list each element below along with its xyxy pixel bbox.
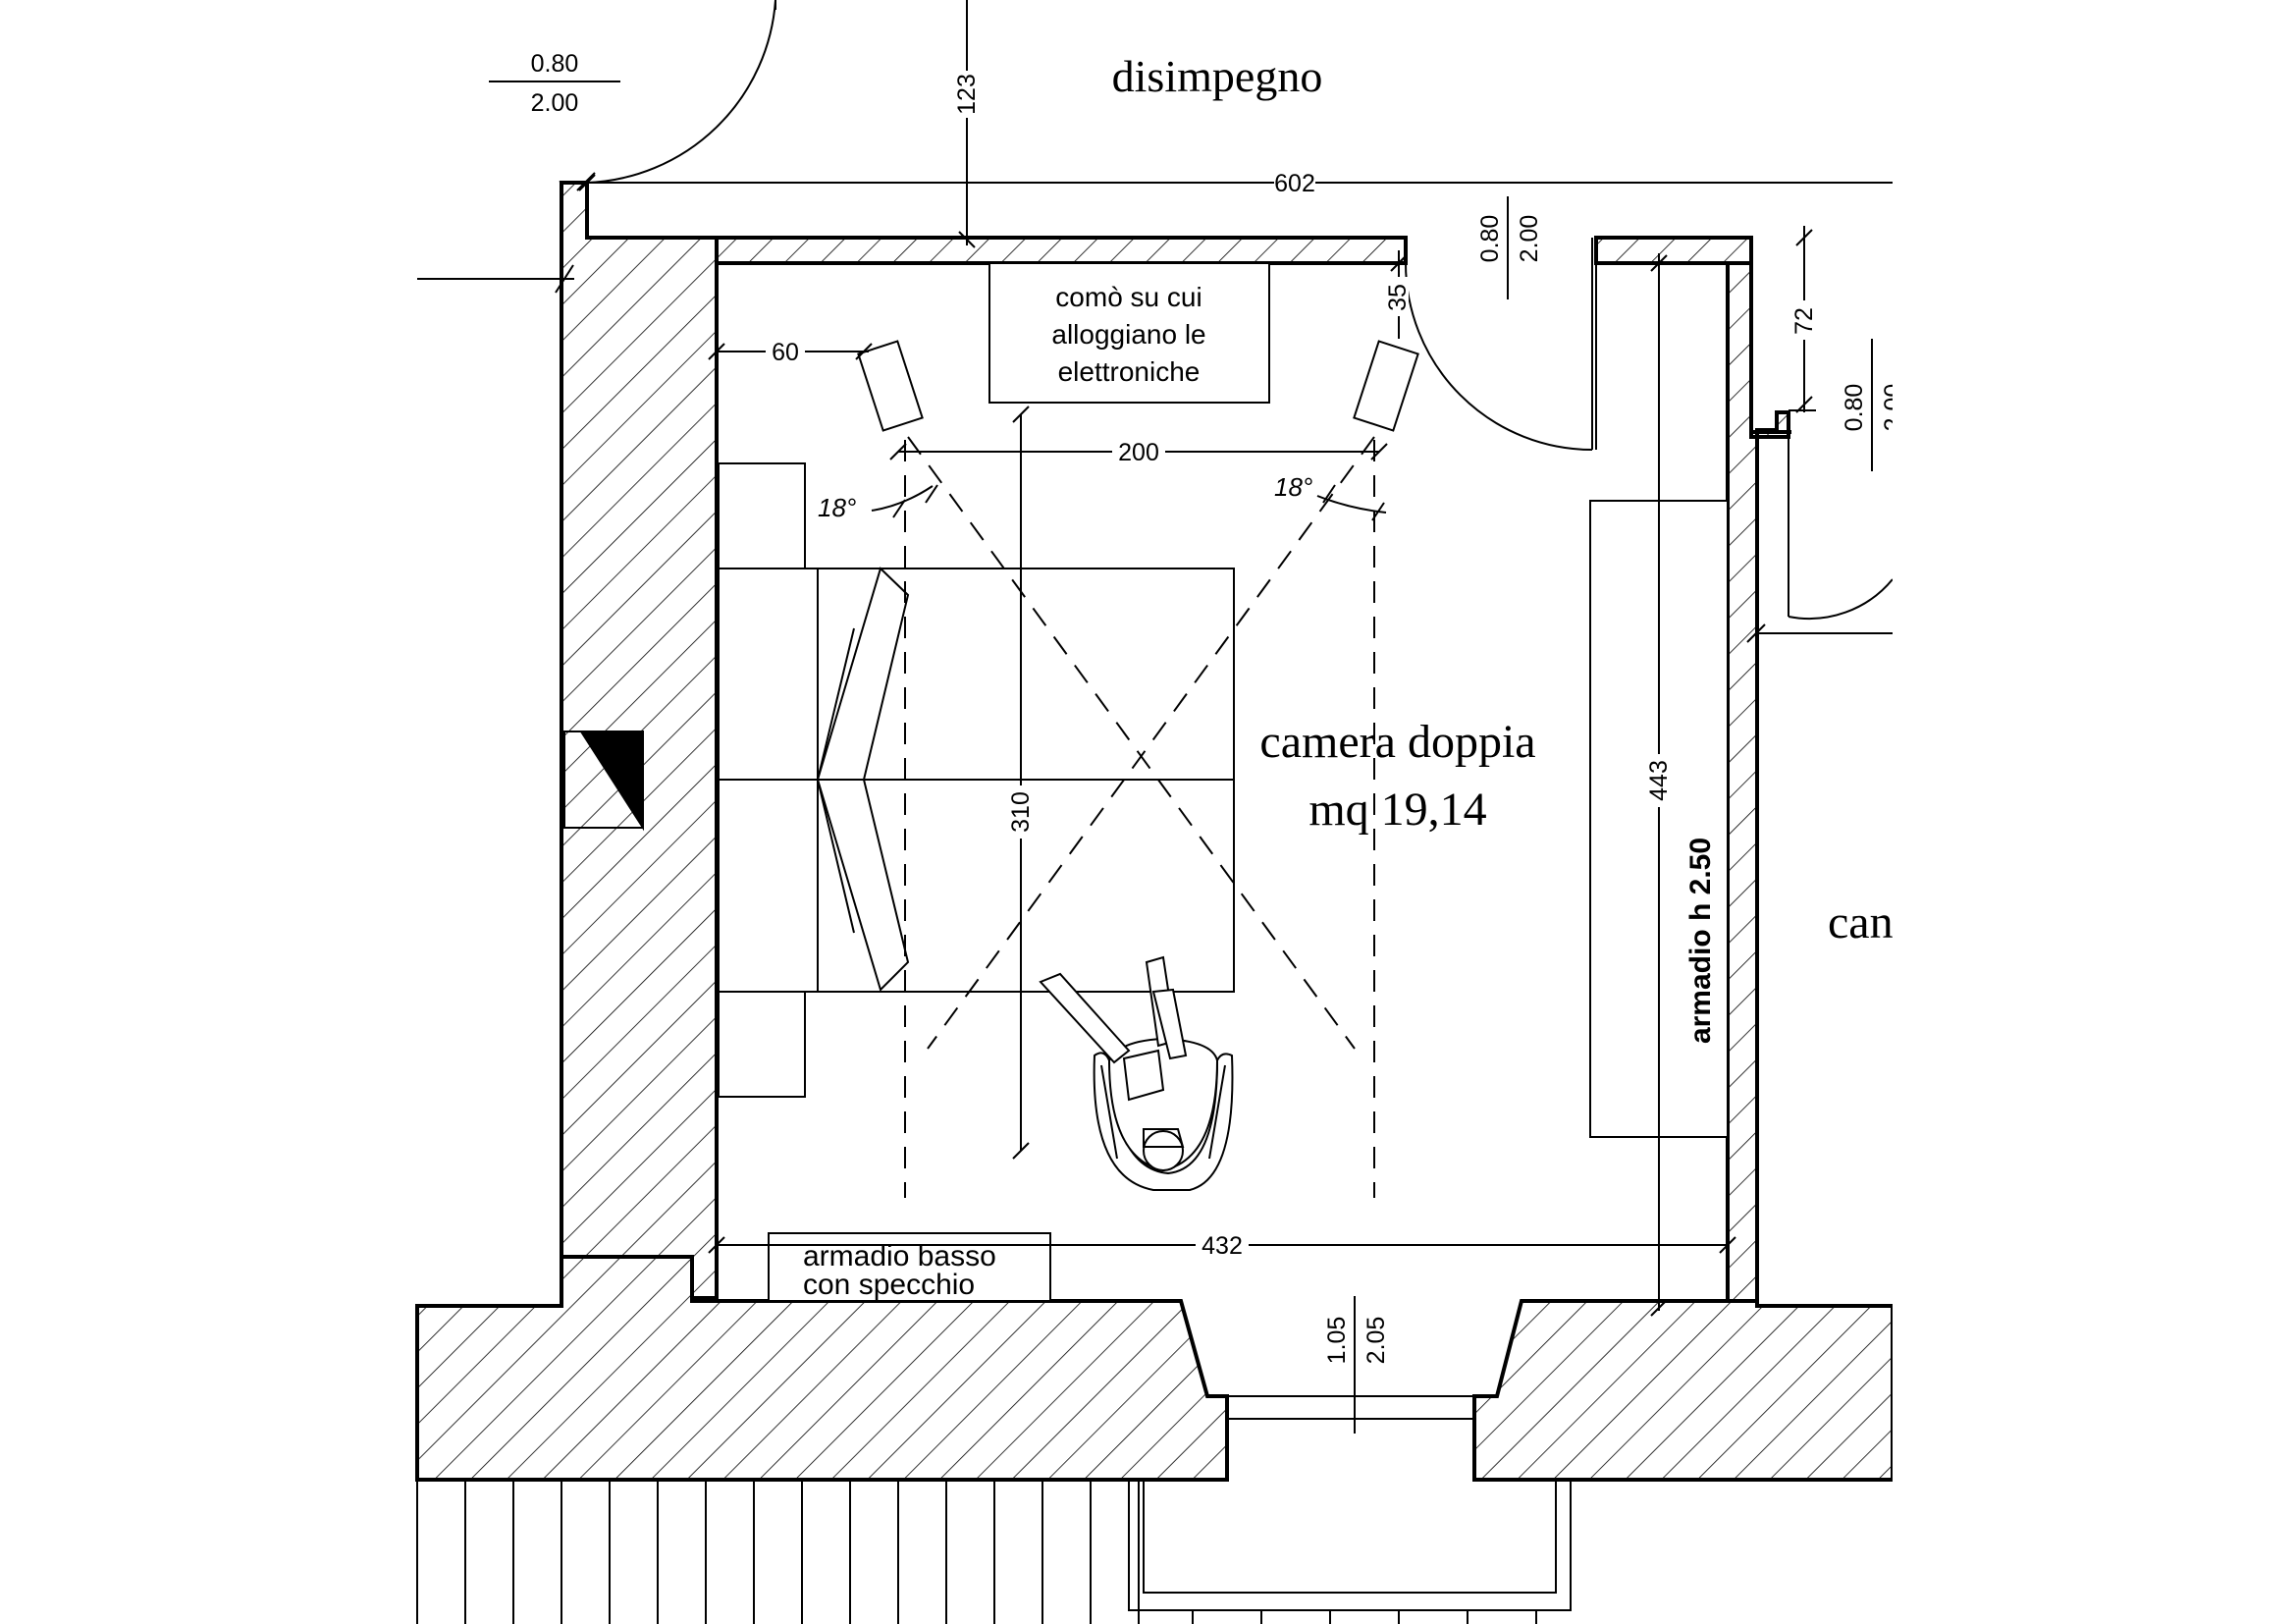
speaker-right <box>1353 340 1419 432</box>
dresser <box>988 262 1270 404</box>
door-top <box>1405 238 1597 451</box>
door-right <box>1746 432 1894 643</box>
wardrobe-label: armadio h 2.50 <box>1684 838 1717 1044</box>
pillow-bottom-2 <box>817 779 855 934</box>
door-left <box>417 0 776 294</box>
right-outer-line <box>1749 263 1791 434</box>
angle-left-arc <box>871 485 934 512</box>
low-wardrobe-label-2: con specchio <box>803 1269 975 1301</box>
dim-200: 200 <box>1118 439 1159 466</box>
room-name: camera doppia <box>1259 716 1535 768</box>
armchair-person <box>1039 955 1234 1191</box>
nightstand-bottom <box>718 991 806 1098</box>
angle-left: 18° <box>818 493 856 522</box>
angle-right-arc <box>1316 495 1387 514</box>
dim-123: 123 <box>953 74 981 115</box>
dresser-label-1: comò su cui <box>1055 282 1201 312</box>
window-height: 2.05 <box>1362 1317 1390 1365</box>
dim-72: 72 <box>1790 307 1818 335</box>
door-right-width: 0.80 <box>1841 384 1868 432</box>
pillow-bottom <box>817 779 910 992</box>
dim-35: 35 <box>1384 284 1412 311</box>
nightstand-top <box>718 462 806 569</box>
diagonal-right <box>927 436 1375 1050</box>
top-wall-line <box>1596 236 1753 263</box>
corridor-label: disimpegno <box>1112 51 1323 101</box>
right-room-label: can <box>1828 896 1894 948</box>
pillow-top-2 <box>817 627 855 781</box>
window-width: 1.05 <box>1323 1317 1351 1365</box>
dim-602: 602 <box>1274 170 1315 197</box>
angle-right: 18° <box>1274 472 1312 502</box>
room-area: mq 19,14 <box>1308 784 1486 836</box>
dresser-label-3: elettroniche <box>1058 356 1201 387</box>
dim-60: 60 <box>772 339 799 366</box>
balcony-railing <box>1128 1480 1572 1624</box>
pillow-top <box>817 567 910 781</box>
dim-432: 432 <box>1201 1232 1243 1260</box>
bottom-wall-right <box>1472 1299 1895 1482</box>
diagonal-left <box>907 436 1356 1050</box>
door-left-width: 0.80 <box>531 50 579 78</box>
dim-310: 310 <box>1007 791 1035 833</box>
dresser-label-2: alloggiano le <box>1051 319 1205 350</box>
column-outline <box>563 731 644 829</box>
door-top-width: 0.80 <box>1476 215 1504 263</box>
right-crop-mask <box>1893 0 2296 1624</box>
dim-443: 443 <box>1645 760 1673 801</box>
door-left-height: 2.00 <box>531 89 579 117</box>
top-wall-right <box>1594 236 1753 265</box>
right-wall <box>1726 261 1790 1303</box>
door-top-height: 2.00 <box>1516 215 1543 263</box>
balcony-planks <box>416 1480 1140 1624</box>
speaker-left <box>857 340 924 432</box>
